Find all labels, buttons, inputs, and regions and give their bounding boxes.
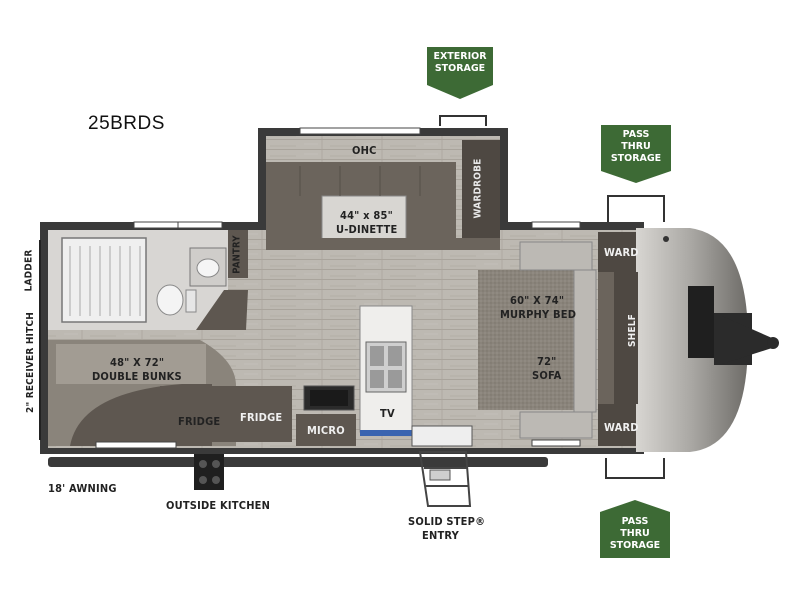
tv-label: TV — [380, 407, 395, 420]
murphy-label: MURPHY BED — [500, 308, 577, 321]
fridge-left-label: FRIDGE — [178, 415, 221, 428]
exterior-storage-callout: EXTERIOR STORAGE — [427, 47, 493, 99]
bunks-label: DOUBLE BUNKS — [92, 370, 182, 383]
sofa-size-label: 72" — [537, 355, 557, 368]
pass-thru-bottom-line2: THRU — [620, 528, 650, 539]
toilet — [156, 284, 184, 316]
murphy-size-label: 60" X 74" — [510, 294, 565, 307]
pantry-cabinet — [228, 230, 248, 278]
shelf-label: SHELF — [627, 313, 639, 348]
pantry-label: PANTRY — [231, 235, 243, 274]
pass-thru-bottom-line1: PASS — [621, 516, 649, 527]
pass-thru-top-line1: PASS — [622, 129, 650, 140]
bunks-size-label: 48" X 72" — [110, 356, 165, 369]
hitch — [722, 316, 772, 364]
model-name: 25BRDS — [88, 113, 165, 134]
dinette-size-label: 44" x 85" — [340, 209, 393, 222]
pass-thru-storage-bottom-callout: PASS THRU STORAGE — [600, 500, 670, 558]
wardrobe-label: WARDROBE — [472, 158, 484, 219]
outside-kitchen-unit — [194, 454, 224, 490]
ward-top-label: WARD — [604, 246, 639, 259]
dinette-table — [321, 195, 407, 241]
sofa-label: SOFA — [532, 369, 562, 382]
outside-kitchen-label: OUTSIDE KITCHEN — [166, 499, 271, 512]
entry-door — [411, 425, 473, 447]
micro-label: MICRO — [307, 424, 345, 437]
awning-strip — [48, 457, 548, 467]
wardrobe-cabinet — [462, 140, 500, 238]
fridge-main-label: FRIDGE — [240, 411, 283, 424]
pass-thru-top-line2: THRU — [621, 141, 651, 152]
pass-thru-top-line3: STORAGE — [610, 153, 662, 164]
pass-thru-storage-top-callout: PASS THRU STORAGE — [601, 125, 671, 183]
shower — [61, 237, 147, 323]
awning-label: 18' AWNING — [48, 482, 117, 495]
ohc-label: OHC — [352, 144, 377, 157]
exterior-storage-line1: EXTERIOR — [433, 51, 487, 62]
front-shelf — [614, 272, 638, 404]
ladder-label: LADDER — [23, 249, 35, 292]
receiver-hitch-label: 2" RECEIVER HITCH — [24, 312, 36, 413]
front-ward-top — [598, 232, 636, 272]
pass-thru-bottom-line3: STORAGE — [609, 540, 661, 551]
dinette-label: U-DINETTE — [336, 223, 398, 236]
front-ward-bottom — [598, 404, 636, 446]
ward-bottom-label: WARD — [604, 421, 639, 434]
solid-step — [418, 451, 472, 507]
entry-label: ENTRY — [422, 529, 459, 542]
sofa — [573, 269, 597, 413]
murphy-bed-area — [478, 270, 592, 410]
solid-step-label: SOLID STEP® — [408, 515, 486, 528]
exterior-storage-line2: STORAGE — [434, 63, 486, 74]
